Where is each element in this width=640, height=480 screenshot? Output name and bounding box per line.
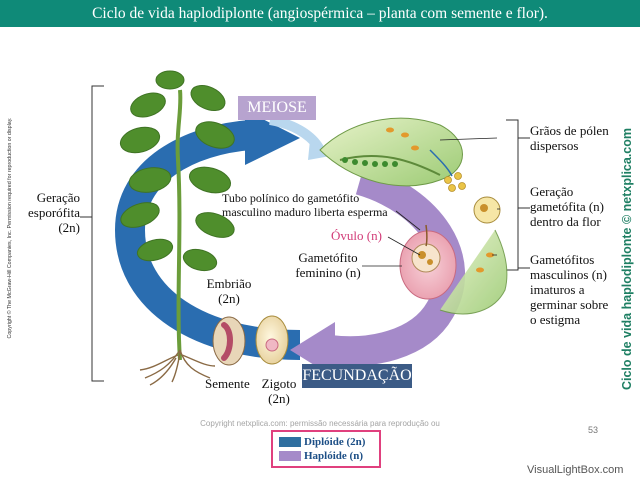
- sporophyte-bracket: [91, 85, 104, 382]
- legend-haploide-swatch: [279, 451, 301, 461]
- zygote-illustration: [255, 315, 289, 365]
- site-watermark: VisualLightBox.com: [527, 464, 624, 476]
- diploid-arrowhead: [245, 110, 300, 165]
- seed-illustration: [212, 316, 246, 366]
- meiose-label: MEIOSE: [238, 96, 316, 120]
- tubo-polinico-label: Tubo polínico do gametófito masculino ma…: [222, 191, 388, 219]
- page-title: Ciclo de vida haplodiplonte (angiospérmi…: [0, 0, 640, 27]
- graos-polen-label: Grãos de pólen dispersos: [530, 123, 609, 153]
- flower-illustration: [319, 117, 463, 187]
- flower-gametophyte: [473, 196, 501, 224]
- fecundacao-label: FECUNDAÇÃO: [302, 364, 412, 388]
- geracao-esporofita-label: Geração esporófita (2n): [28, 190, 80, 235]
- page-number: 53: [588, 425, 599, 435]
- semente-label: Semente: [205, 376, 250, 391]
- life-cycle-diagram: [80, 70, 530, 386]
- ovulo-label: Óvulo (n): [331, 228, 382, 243]
- gametofito-feminino-label: Gametófito feminino (n): [295, 250, 361, 280]
- geracao-gametofita-label: Geração gametófita (n) dentro da flor: [530, 184, 604, 229]
- ovule-illustration: [399, 224, 457, 300]
- gametophyte-bracket: [506, 119, 519, 271]
- legend-diploide-swatch: [279, 437, 301, 447]
- zigoto-label: Zigoto (2n): [261, 376, 297, 406]
- plant-illustration: [119, 70, 235, 386]
- pollen-grains: [444, 172, 466, 192]
- embriao-label: Embrião (2n): [206, 276, 252, 306]
- gametofitos-masculinos-label: Gametófitos masculinos (n) imaturos a ge…: [530, 252, 609, 327]
- haploid-arrow: [328, 165, 465, 367]
- legend: Diplóide (2n) Haplóide (n): [271, 430, 381, 468]
